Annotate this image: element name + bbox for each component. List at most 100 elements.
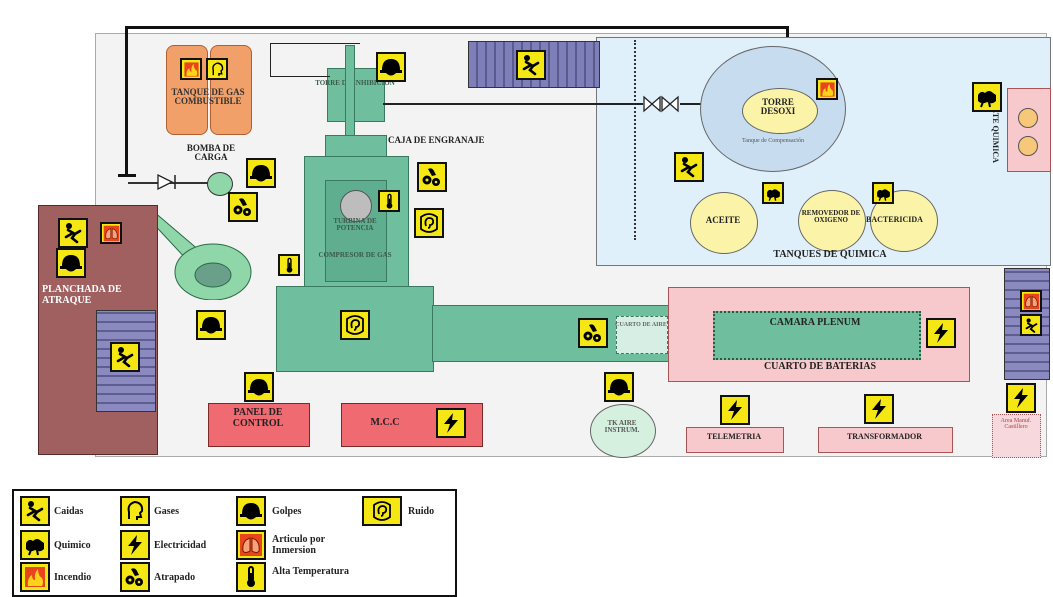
electricity-icon — [864, 394, 894, 424]
air-room-label: CUARTO DE AIRE — [615, 322, 667, 328]
fuel-gas-tank-2 — [210, 45, 252, 135]
thin-pipe-h — [270, 43, 360, 44]
instrument-air-label: TK AIRE INSTRUM. — [604, 419, 640, 435]
fire-icon — [180, 58, 202, 80]
legend-chemical-icon — [20, 530, 50, 560]
legend-label: Atrapado — [154, 572, 196, 583]
chemical-icon — [872, 182, 894, 204]
charge-pump-label: BOMBA DE CARGA — [186, 143, 236, 163]
control-panel-label: PANEL DE CONTROL — [232, 407, 284, 429]
legend-label: Quimico — [54, 540, 91, 551]
desoxi-tower-label: TORRE DESOXI — [760, 97, 796, 117]
fall-icon — [58, 218, 88, 248]
thin-pipe-h2 — [270, 76, 330, 77]
chemical-icon — [972, 82, 1002, 112]
fall-icon — [674, 152, 704, 182]
manufacturing-area — [992, 414, 1041, 458]
legend-label: Alta Temperatura — [272, 566, 349, 577]
fall-icon — [1020, 314, 1042, 336]
fall-icon — [110, 342, 140, 372]
thin-pipe-to-tower — [383, 103, 643, 105]
legend-helmet-icon — [236, 496, 266, 526]
gas-head-icon — [206, 58, 228, 80]
helmet-icon — [56, 248, 86, 278]
fuel-gas-tank-label: TANQUE DE GAS COMBUSTIBLE — [171, 87, 245, 107]
legend-electricity-icon — [120, 530, 150, 560]
lungs-icon — [1020, 290, 1042, 312]
helmet-icon — [246, 158, 276, 188]
thin-pipe-v — [270, 43, 271, 76]
manufacturing-area-label: Area Manuf. Castillero — [1000, 418, 1032, 431]
pipeline-left-tee — [118, 174, 136, 177]
pipeline-left-drop — [125, 26, 128, 176]
ear-icon — [340, 310, 370, 340]
docking-platform-label: PLANCHADA DE ATRAQUE — [42, 284, 122, 306]
lungs-icon — [100, 222, 122, 244]
electricity-icon — [1006, 383, 1036, 413]
trapped-icon — [578, 318, 608, 348]
chemical-package — [1007, 88, 1051, 172]
legend-label: Caidas — [54, 506, 84, 517]
legend-trapped-icon — [120, 562, 150, 592]
electricity-icon — [926, 318, 956, 348]
inhibition-tower-label: TORRE DE INHIBICION — [315, 79, 395, 87]
trapped-icon — [417, 162, 447, 192]
inhibition-tower — [327, 68, 385, 122]
chemical-tanks-label: TANQUES DE QUIMICA — [773, 249, 887, 260]
mcc-label: M.C.C — [370, 417, 400, 428]
legend-label: Incendio — [54, 572, 92, 583]
legend-label: Electricidad — [154, 540, 207, 551]
thermometer-icon — [378, 190, 400, 212]
dock-stairs — [96, 310, 156, 412]
loading-arm — [148, 210, 252, 300]
control-panel — [208, 403, 310, 447]
compensation-tank-label: Tanque de Compensación — [742, 138, 804, 144]
thin-pipe-to-desoxi — [680, 103, 710, 105]
telemetry-room — [686, 427, 784, 453]
plenum-chamber — [713, 311, 921, 360]
chemical-package-vessel-2 — [1018, 136, 1038, 156]
ear-icon — [414, 208, 444, 238]
turbine-disc — [340, 190, 372, 222]
helmet-icon — [604, 372, 634, 402]
compressor-label: COMPRESOR DE GAS — [318, 251, 392, 259]
helmet-icon — [244, 372, 274, 402]
inhibition-pipe — [345, 45, 355, 137]
oxygen-remover-label: REMOVEDOR DE OXIGENO — [801, 209, 861, 225]
pipeline-top — [125, 26, 789, 29]
legend-fire-icon — [20, 562, 50, 592]
oil-tank-label: ACEITE — [705, 215, 741, 225]
chemical-package-vessel-1 — [1018, 108, 1038, 128]
check-valve-icon — [157, 173, 176, 191]
legend-ear-icon — [362, 496, 402, 526]
transformer-room — [818, 427, 953, 453]
gearbox-label: CAJA DE ENGRANAJE — [388, 135, 485, 145]
gearbox — [325, 135, 387, 159]
legend-thermometer-icon — [236, 562, 266, 592]
thermometer-icon — [278, 254, 300, 276]
turbine-label: TURBINA DE POTENCIA — [333, 217, 377, 233]
helmet-icon — [376, 52, 406, 82]
electricity-icon — [720, 395, 750, 425]
air-room — [616, 316, 668, 354]
oil-tank — [690, 192, 758, 254]
legend-label: Golpes — [272, 506, 302, 517]
chemical-area-dotted-line — [634, 40, 636, 240]
bactericide-label: BACTERICIDA — [866, 215, 923, 224]
oxygen-remover-tank — [798, 190, 866, 252]
battery-room-label: CUARTO DE BATERIAS — [763, 361, 877, 372]
plenum-label: CAMARA PLENUM — [769, 317, 861, 328]
legend-label: Articulo por Inmersion — [272, 534, 325, 556]
legend-lungs-icon — [236, 530, 266, 560]
valve-icon — [643, 95, 679, 113]
electricity-icon — [436, 408, 466, 438]
telemetry-label: TELEMETRIA — [706, 432, 762, 441]
trapped-icon — [228, 192, 258, 222]
fire-icon — [816, 78, 838, 100]
legend-fall-icon — [20, 496, 50, 526]
desoxi-tower — [742, 88, 818, 134]
instrument-air-tank — [590, 404, 656, 458]
transformer-label: TRANSFORMADOR — [846, 432, 923, 441]
legend-gas-head-icon — [120, 496, 150, 526]
legend-label: Ruido — [408, 506, 435, 517]
